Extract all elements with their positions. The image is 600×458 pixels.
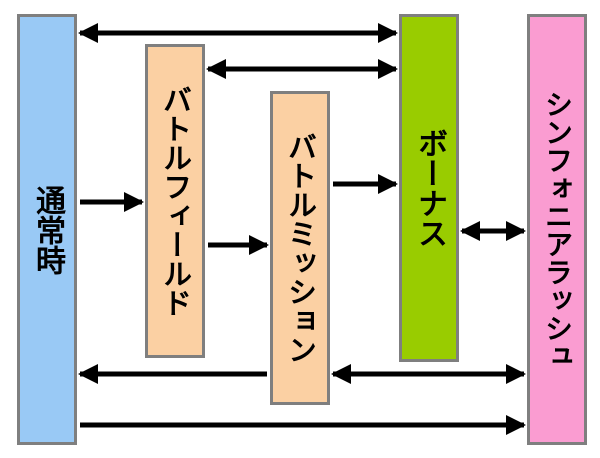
node-normal-state: 通常時 [17, 14, 77, 445]
node-battle-field-label: バトルフィールド [158, 85, 193, 317]
node-bonus: ボーナス [399, 14, 459, 362]
node-bonus-label: ボーナス [412, 128, 447, 248]
node-normal-state-label: 通常時 [30, 184, 65, 275]
node-battle-field: バトルフィールド [145, 44, 205, 358]
node-symphonia-rush-label: シンフォニアラッシュ [541, 89, 574, 370]
node-battle-mission: バトルミッション [270, 91, 330, 405]
node-symphonia-rush: シンフォニアラッシュ [527, 14, 587, 445]
node-battle-mission-label: バトルミッション [283, 132, 318, 364]
